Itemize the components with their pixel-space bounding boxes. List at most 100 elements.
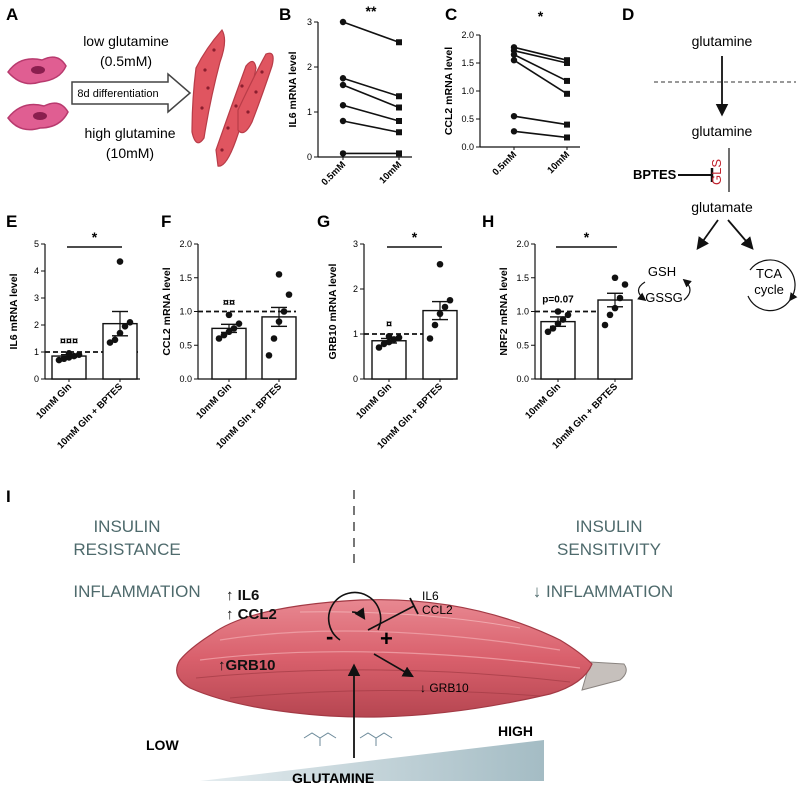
panel-h-point [549,325,557,332]
panel-e-ylabel: IL6 mRNA level [8,273,20,349]
panel-f-ylabel: CCL2 mRNA level [161,267,173,355]
glutamine-intracellular: glutamine [692,123,753,139]
panel-e-point [60,355,68,363]
panel-b-ytick-label: 1 [307,107,312,117]
il6-inhibited-label: IL6 [422,589,439,603]
panel-c-ytick-label: 0.0 [461,142,474,152]
panel-f-ytick-label: 2.0 [179,239,192,249]
panel-h-point [611,274,619,282]
myotubes-image [191,28,274,167]
panel-g-point [385,338,393,346]
glutamine-molecule-icons [303,732,393,746]
myoblast-cells-image [7,56,69,131]
panel-e-point [65,350,73,357]
panel-b-ytick-label: 2 [307,62,312,72]
panel-g-letter: G [317,212,330,231]
panel-h-point [559,316,567,323]
panel-h-point [544,328,552,336]
panel-b-paired-line [342,84,400,109]
panel-c-point [564,90,570,97]
panel-e-ytick-label: 2 [34,320,39,330]
panel-b-point [339,117,347,125]
panel-h-ytick-label: 2.0 [516,239,529,249]
panel-c-ytick-label: 0.5 [461,114,474,124]
panel-f-ytick-label: 0.0 [179,374,192,384]
panel-c-point [510,51,518,58]
panel-e-point [70,352,78,360]
panel-c-point [510,128,518,135]
inflammation-inhibition-bar [409,597,419,615]
ccl2-inhibited-label: CCL2 [422,603,453,617]
grb10-up-label: ↑GRB10 [218,657,276,674]
panel-b-point [396,93,402,100]
panel-h-ytick-label: 1.0 [516,307,529,317]
panel-e-xtick-label: 10mM Gln [34,381,74,421]
panel-h-ytick-label: 1.5 [516,273,529,283]
panel-f-point [235,320,243,327]
feedback-cycle-arc [327,591,382,641]
panel-b-point [396,39,402,46]
panel-b-ytick-label: 0 [307,152,312,162]
panel-c-letter: C [445,5,457,24]
gsh-cycle-arrow-right [682,278,692,301]
panel-g-point [395,334,403,341]
plus-sign: + [380,626,393,651]
tca-label-2: cycle [754,282,784,297]
panel-b-point [339,18,347,26]
panel-f-xtick-label: 10mM Gln [194,381,234,421]
panel-f-point [280,308,288,315]
panel-f-point [270,335,278,342]
panel-g-point [390,336,398,343]
panel-f-point [220,331,228,339]
panel-c-ylabel: CCL2 mRNA level [443,47,455,135]
panel-c-paired-line [513,59,568,95]
tca-label-1: TCA [756,266,782,281]
panel-c-xtick-label: 10mM [545,149,572,176]
glutamate-label: glutamate [691,199,753,215]
panel-h-point [564,311,572,319]
panel-g-point [380,340,388,348]
grb10-down-arrow [373,653,414,678]
panel-g-point [375,344,383,351]
panel-h-point [606,311,614,319]
glutamine-extracellular: glutamine [692,33,753,49]
panel-i: I INSULIN RESISTANCE INFLAMMATION INSULI… [6,487,673,786]
panel-e-ytick-label: 4 [34,266,39,276]
panel-c-paired-line [513,130,568,139]
tca-cycle-arrow [749,259,798,302]
panel-c-point [564,60,570,66]
panel-b-paired-line [342,21,400,44]
panel-b-ytick-label: 3 [307,17,312,27]
panel-g-ytick-label: 0 [353,374,358,384]
panel-c-ytick-label: 2.0 [461,30,474,40]
panel-g-significance: * [412,229,418,245]
glutamate-to-gsh-arrow [696,219,719,251]
panel-h-ylabel: NRF2 mRNA level [498,267,510,355]
tca-cycle-arc [747,295,791,312]
panel-e-ytick-label: 1 [34,347,39,357]
panel-h-point [554,320,562,327]
panel-g-marker: ¤ [386,318,392,330]
panel-f-point [225,311,233,319]
panel-b-point [339,150,347,157]
low-glutamine-conc: (0.5mM) [100,53,152,69]
panel-e-point [121,323,129,330]
panel-g-point [426,335,434,342]
inflammation-left: INFLAMMATION [73,582,200,601]
panel-c-ytick-label: 1.0 [461,86,474,96]
panel-h-xtick-label: 10mM Gln + BPTES [550,381,620,451]
panel-f-point [275,318,283,325]
panel-g-point [431,321,439,329]
glutamine-gradient-label: GLUTAMINE [292,770,374,786]
high-glutamine-conc: (10mM) [106,145,154,161]
panel-c-xtick-label: 0.5mM [490,149,519,178]
panel-d: D glutamine glutamine BPTES GLS glutamat… [622,5,798,312]
insulin-sensitivity-line2: SENSITIVITY [557,540,661,559]
panel-g-bar [422,309,458,380]
panel-f-point [225,328,233,336]
panel-e-point [111,336,119,344]
differentiation-label: 8d differentiation [77,88,158,100]
